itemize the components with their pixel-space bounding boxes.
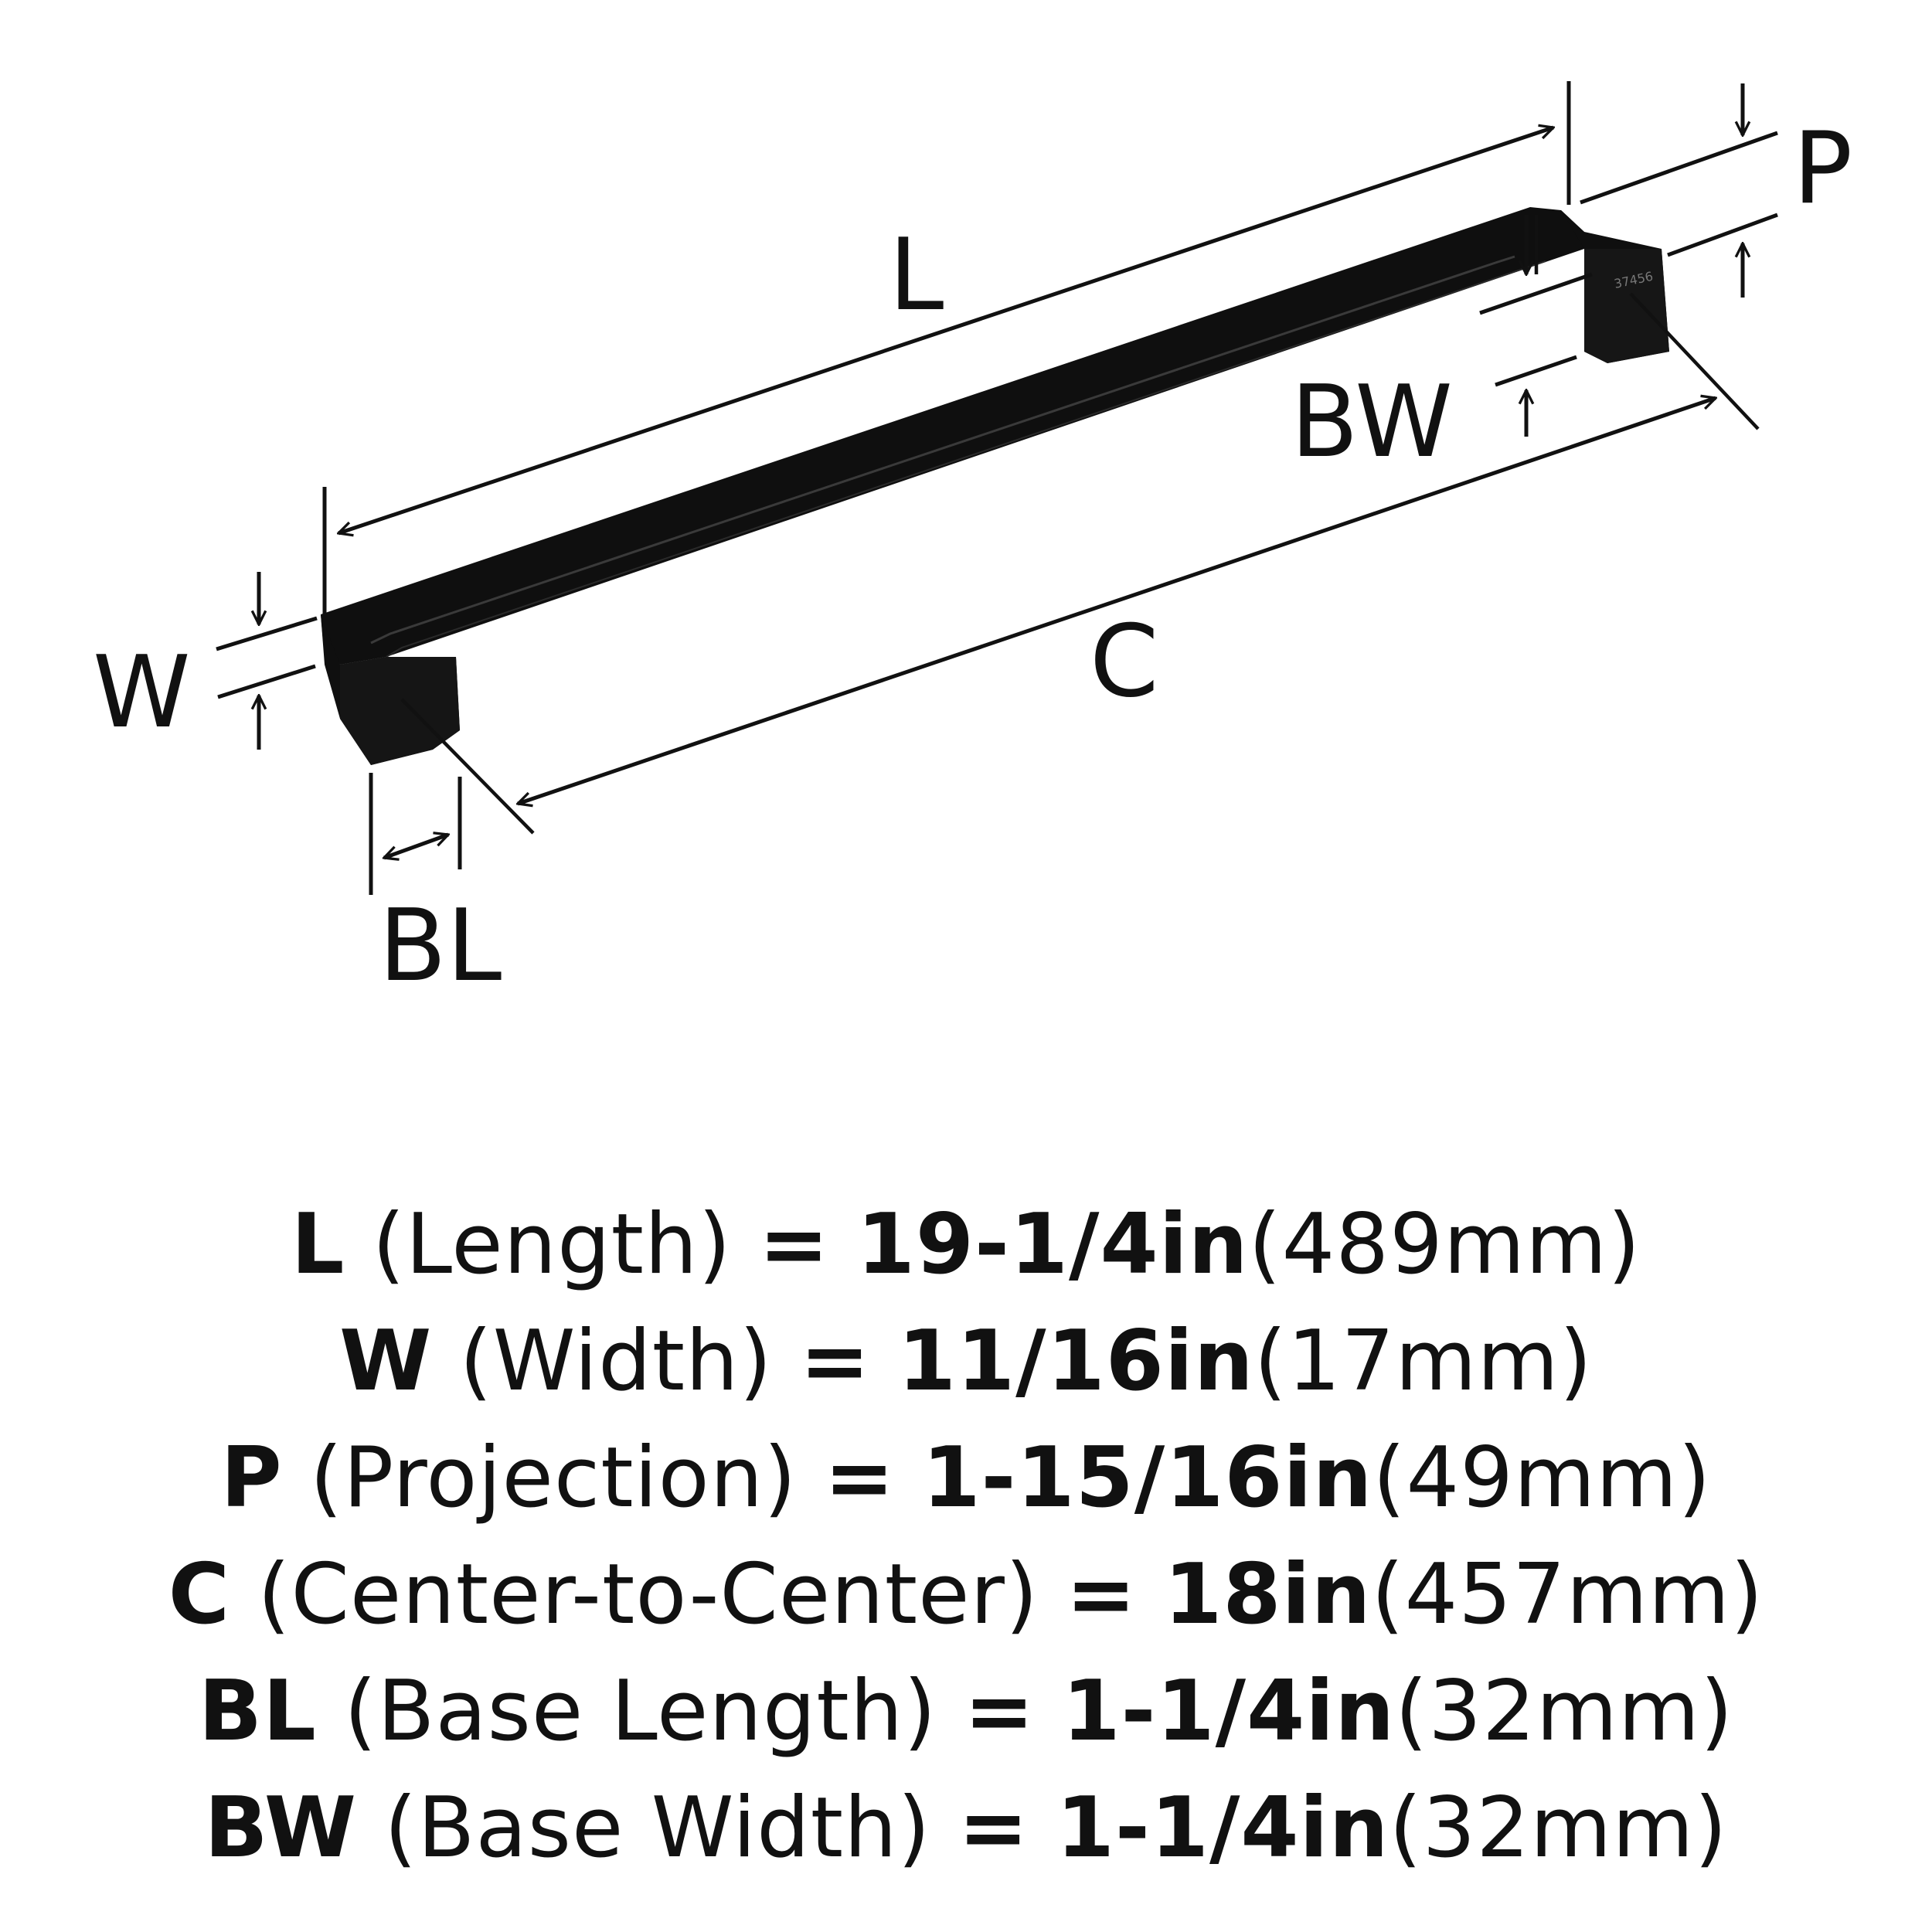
width-extension-top xyxy=(216,616,318,651)
spec-inch-value: 1-15/16in xyxy=(922,1430,1373,1526)
base-length-label: BL xyxy=(379,889,502,1004)
projection-extension-top xyxy=(1580,131,1778,205)
dimension-base-width: BW xyxy=(1291,215,1593,480)
width-extension-bottom xyxy=(217,664,316,699)
spec-row-length: L (Length) = 19-1/4in(489mm) xyxy=(0,1186,1932,1303)
spec-metric-value: (32mm) xyxy=(1395,1663,1734,1760)
spec-row-base-width: BW (Base Width) = 1-1/4in(32mm) xyxy=(0,1770,1932,1886)
base-width-extension-top xyxy=(1479,272,1593,315)
spec-equals: = xyxy=(799,1313,871,1410)
spec-code: BW xyxy=(204,1780,357,1876)
spec-code: P xyxy=(220,1430,283,1526)
handle-right-post-face xyxy=(1584,249,1669,363)
base-width-extension-bottom xyxy=(1495,355,1577,387)
spec-metric-value: (489mm) xyxy=(1248,1196,1641,1293)
spec-name: (Length) xyxy=(372,1196,732,1293)
spec-code: W xyxy=(339,1313,433,1410)
length-label: L xyxy=(889,218,944,333)
spec-metric-value: (49mm) xyxy=(1372,1430,1712,1526)
spec-row-projection: P (Projection) = 1-15/16in(49mm) xyxy=(0,1420,1932,1536)
base-width-label: BW xyxy=(1291,365,1453,480)
spec-name: (Base Width) xyxy=(384,1780,931,1876)
dimension-projection: P xyxy=(1580,83,1852,298)
spec-inch-value: 19-1/4in xyxy=(856,1196,1249,1293)
spec-inch-value: 18in xyxy=(1164,1546,1372,1643)
width-label: W xyxy=(93,635,191,750)
center-to-center-label: C xyxy=(1090,604,1158,719)
spec-equals: = xyxy=(964,1663,1036,1760)
spec-equals: = xyxy=(824,1430,896,1526)
spec-name: (Projection) xyxy=(309,1430,798,1526)
spec-inch-value: 1-1/4in xyxy=(1062,1663,1396,1760)
spec-name: (Center-to-Center) xyxy=(257,1546,1039,1643)
base-length-dimension-line xyxy=(384,835,448,858)
spec-row-base-length: BL (Base Length) = 1-1/4in(32mm) xyxy=(0,1653,1932,1770)
projection-label: P xyxy=(1793,111,1852,226)
spec-code: L xyxy=(291,1196,345,1293)
dimension-center-to-center: C xyxy=(518,398,1716,804)
spec-equals: = xyxy=(1066,1546,1137,1643)
spec-equals: = xyxy=(758,1196,830,1293)
center-dimension-line xyxy=(518,398,1716,804)
spec-row-width: W (Width) = 11/16in(17mm) xyxy=(0,1303,1932,1420)
spec-code: C xyxy=(168,1546,230,1643)
spec-metric-value: (17mm) xyxy=(1253,1313,1593,1410)
spec-row-center-to-center: C (Center-to-Center) = 18in(457mm) xyxy=(0,1536,1932,1653)
right-mounting-axis xyxy=(1629,292,1760,430)
projection-extension-bottom xyxy=(1667,213,1778,257)
handle-left-post-face xyxy=(340,657,460,765)
dimension-width: W xyxy=(93,572,318,750)
left-mounting-axis xyxy=(400,698,535,835)
handle-dimension-diagram: 37456 L C W BL P xyxy=(93,81,1852,1004)
dimension-base-length: BL xyxy=(369,773,502,1004)
spec-name: (Width) xyxy=(459,1313,773,1410)
spec-code: BL xyxy=(198,1663,317,1760)
dimension-length: L xyxy=(322,81,1571,614)
spec-inch-value: 11/16in xyxy=(897,1313,1254,1410)
spec-inch-value: 1-1/4in xyxy=(1056,1780,1389,1876)
spec-name: (Base Length) xyxy=(344,1663,937,1760)
specification-list: L (Length) = 19-1/4in(489mm) W (Width) =… xyxy=(0,1186,1932,1886)
spec-metric-value: (32mm) xyxy=(1389,1780,1728,1876)
spec-equals: = xyxy=(958,1780,1029,1876)
spec-metric-value: (457mm) xyxy=(1371,1546,1764,1643)
